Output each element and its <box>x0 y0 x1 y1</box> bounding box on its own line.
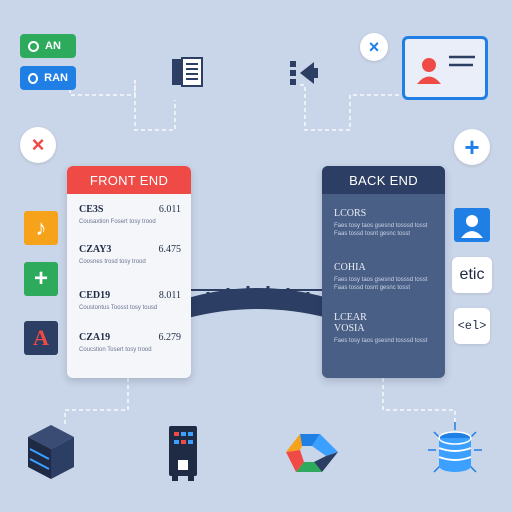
server-stack-icon[interactable] <box>26 423 76 483</box>
pill-an-label: AN <box>45 40 61 52</box>
add-button[interactable]: + <box>454 129 490 165</box>
backend-row[interactable]: LCORS Faes tosy taos gsesnd tosssd tosst… <box>334 208 428 237</box>
pill-an[interactable]: AN <box>20 34 76 58</box>
document-icon[interactable] <box>170 55 206 91</box>
letter-a-app-icon[interactable]: A <box>24 321 58 355</box>
frontend-row[interactable]: CE3S 6.011 Cousaxtion Fosert tosy trood <box>79 204 181 225</box>
backend-row[interactable]: LCEAR VOSIA Faes tosy taos gsesnd tosssd… <box>334 312 428 344</box>
status-icon <box>28 40 39 52</box>
etic-tile[interactable]: etic <box>452 257 492 293</box>
pill-ran[interactable]: RAN <box>20 66 76 90</box>
close-icon[interactable]: × <box>360 33 388 61</box>
bridge-graphic <box>188 286 328 318</box>
frontend-title: FRONT END <box>89 172 169 188</box>
user-profile-icon[interactable] <box>454 208 490 242</box>
backend-panel: BACK END LCORS Faes tosy taos gsesnd tos… <box>322 166 445 378</box>
backend-header: BACK END <box>322 166 445 194</box>
code-tag-icon[interactable]: <el> <box>454 308 490 344</box>
frontend-panel: FRONT END CE3S 6.011 Cousaxtion Fosert t… <box>67 166 191 378</box>
health-app-icon[interactable]: + <box>24 262 58 296</box>
clock-icon <box>28 72 39 84</box>
server-tower-icon[interactable] <box>166 424 200 482</box>
backend-row[interactable]: COHIA Faes tosy taos gsesnd tosssd tosst… <box>334 262 428 291</box>
database-icon[interactable] <box>420 420 490 484</box>
media-arrow-icon[interactable] <box>288 58 322 88</box>
close-left-icon[interactable]: × <box>20 127 56 163</box>
frontend-header: FRONT END <box>67 166 191 194</box>
cloud-logo-icon[interactable] <box>282 426 342 480</box>
music-app-icon[interactable]: ♪ <box>24 211 58 245</box>
profile-card[interactable] <box>402 36 488 100</box>
frontend-row[interactable]: CZAY3 6.475 Coosnes trosd tosy trood <box>79 244 181 265</box>
backend-title: BACK END <box>349 172 418 188</box>
frontend-row[interactable]: CED19 8.011 Coustontus Toosst tosy tousd <box>79 290 181 311</box>
frontend-row[interactable]: CZA19 6.279 Coucstion Tosert tosy trood <box>79 332 181 353</box>
pill-ran-label: RAN <box>44 72 68 84</box>
